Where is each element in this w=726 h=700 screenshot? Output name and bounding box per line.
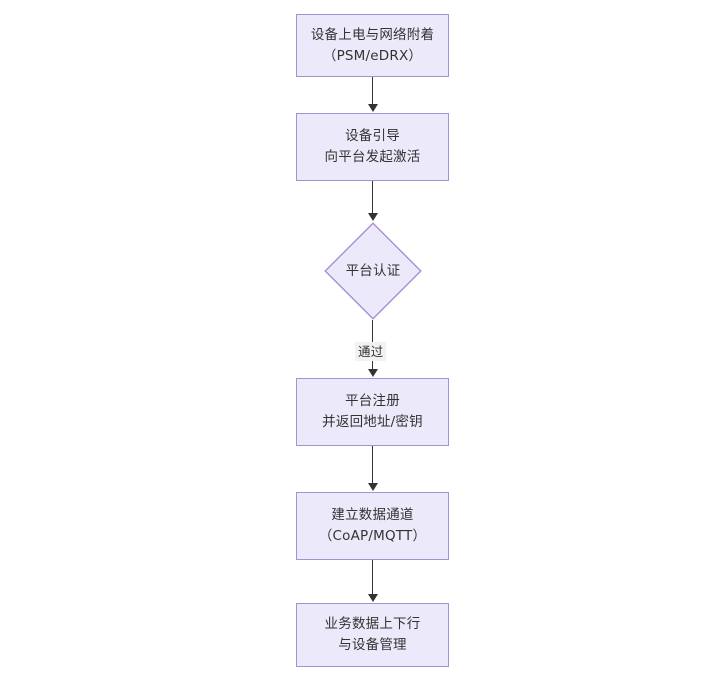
flow-node-label: 平台认证: [345, 263, 401, 279]
flow-edge-2-arrowhead: [367, 213, 378, 221]
flow-node-label: 设备引导 向平台发起激活: [324, 128, 421, 165]
flow-node-device-power-on[interactable]: 设备上电与网络附着 （PSM/eDRX）: [296, 14, 449, 77]
flow-node-platform-register[interactable]: 平台注册 并返回地址/密钥: [296, 378, 449, 446]
flow-node-label: 建立数据通道 （CoAP/MQTT）: [318, 507, 427, 544]
diamond-icon: [324, 222, 422, 320]
flow-edge-4-line: [372, 446, 374, 484]
flow-node-data-channel[interactable]: 建立数据通道 （CoAP/MQTT）: [296, 492, 449, 560]
flow-node-label: 设备上电与网络附着 （PSM/eDRX）: [310, 26, 435, 64]
flow-node-device-bootstrap[interactable]: 设备引导 向平台发起激活: [296, 113, 449, 181]
flow-edge-5-arrowhead: [367, 594, 378, 602]
flow-edge-3-label: 通过: [355, 342, 387, 361]
flow-edge-1-arrowhead: [367, 104, 378, 112]
flow-node-label: 业务数据上下行 与设备管理: [324, 616, 421, 653]
flow-node-platform-auth-decision[interactable]: 平台认证: [324, 222, 422, 320]
flow-edge-5-line: [372, 560, 374, 595]
flow-node-label: 平台注册 并返回地址/密钥: [322, 393, 423, 430]
flow-edge-4-arrowhead: [367, 483, 378, 491]
flow-edge-3-arrowhead: [367, 369, 378, 377]
flow-edge-2-line: [372, 181, 374, 214]
flow-node-business-data[interactable]: 业务数据上下行 与设备管理: [296, 603, 449, 667]
flow-edge-1-line: [372, 77, 374, 105]
